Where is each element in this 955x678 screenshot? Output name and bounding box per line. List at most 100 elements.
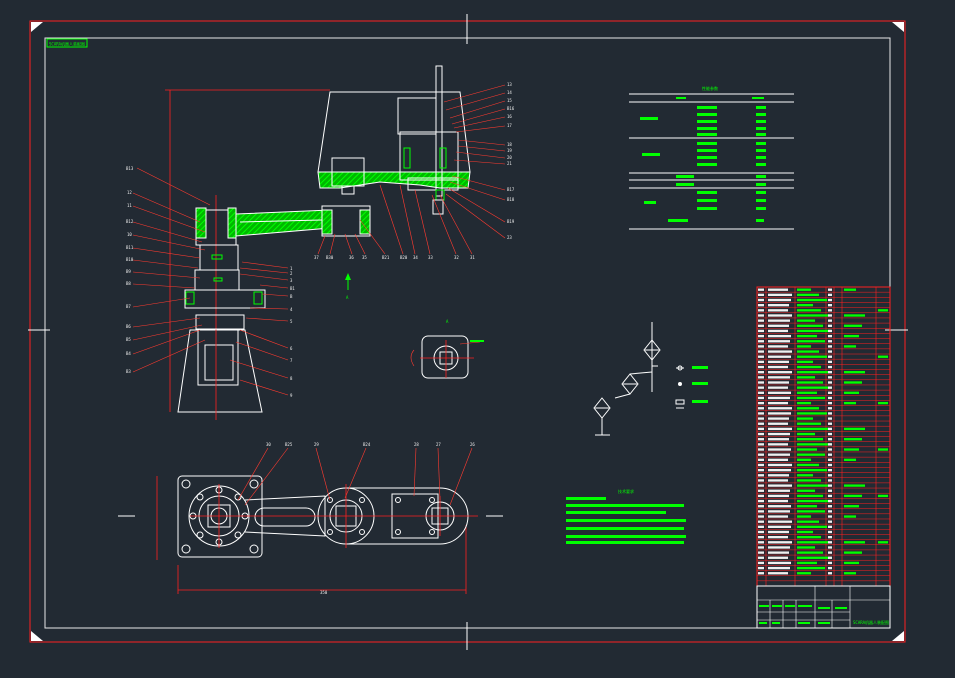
callout-28: 28 — [414, 442, 419, 447]
parts-list-index-mark — [758, 525, 764, 529]
parts-list-qty-mark — [828, 551, 832, 554]
parts-list-code-mark — [768, 515, 788, 518]
parts-list-qty-mark — [828, 510, 832, 513]
parts-list-remark-mark — [878, 448, 888, 451]
parts-list-index-mark — [758, 458, 764, 461]
parts-list-code-mark — [768, 309, 788, 312]
callout-15: 15 — [507, 98, 512, 103]
parts-list-index-mark — [758, 499, 764, 503]
parts-list-index-mark — [758, 391, 764, 394]
callout-5: 5 — [290, 319, 293, 324]
parts-list-index-mark — [758, 453, 764, 456]
parts-list-code-mark — [768, 355, 791, 358]
callout-2: 2 — [290, 271, 293, 276]
parts-list-name-mark — [797, 463, 819, 467]
parts-list-material-mark — [844, 448, 859, 451]
parts-list-code-mark — [768, 556, 788, 559]
parts-list-material-mark — [844, 572, 856, 575]
parts-list-name-mark — [797, 365, 821, 369]
parts-list-name-mark — [797, 479, 821, 482]
parts-list-code-mark — [768, 453, 790, 456]
parts-list-index-mark — [758, 355, 764, 358]
parts-list-code-mark — [768, 407, 792, 410]
parts-list-name-mark — [797, 515, 811, 518]
callout-b8: B8 — [126, 281, 131, 286]
parts-list-code-mark — [768, 365, 788, 369]
callout-b24: B24 — [363, 442, 371, 447]
callout-b9: B9 — [126, 269, 131, 274]
parts-list-qty-mark — [828, 324, 832, 327]
parts-list-qty-mark — [828, 443, 832, 446]
top-right-callouts: 13 14 15 B16 16 17 18 19 20 21 B17 B18 B… — [443, 82, 515, 240]
parts-list-name-mark — [797, 293, 819, 297]
parts-list-name-mark — [797, 520, 819, 523]
parts-list-name-mark — [797, 334, 817, 338]
parts-list-name-mark — [797, 541, 829, 544]
parts-list-material-mark — [844, 438, 862, 441]
parts-list-index-mark — [758, 546, 764, 549]
callout-17: 17 — [507, 123, 512, 128]
parts-list-qty-mark — [828, 432, 832, 436]
parts-list-index-mark — [758, 438, 764, 441]
drawing-number-stamp — [46, 38, 88, 48]
parts-list-material-mark — [844, 484, 865, 487]
parts-list-material-mark — [844, 427, 865, 431]
parts-list-remark-mark — [878, 541, 888, 544]
parts-list-index-mark — [758, 401, 764, 405]
parts-list-code-mark — [768, 479, 788, 482]
parts-list-qty-mark — [828, 572, 832, 575]
parts-list-name-mark — [797, 494, 823, 498]
parts-list-material-mark — [844, 541, 865, 544]
parts-list-name-mark — [797, 391, 817, 394]
parts-list-name-mark — [797, 561, 817, 565]
parts-list-qty-mark — [828, 298, 832, 302]
parts-list-qty-mark — [828, 288, 832, 291]
parts-list-index-mark — [758, 541, 764, 544]
arm-one — [235, 209, 331, 237]
callout-37: 37 — [314, 255, 319, 260]
parts-list-name-mark — [797, 510, 825, 513]
parts-list-index-mark — [758, 463, 764, 467]
parts-list-name-mark — [797, 288, 811, 291]
parts-list-name-mark — [797, 324, 823, 327]
parts-list-qty-mark — [828, 329, 832, 333]
centring-marks — [28, 14, 908, 650]
callout-b5: B5 — [126, 337, 131, 342]
parts-list-material-mark — [844, 324, 862, 327]
callout-b3: B3 — [126, 369, 131, 374]
parts-list-index-mark — [758, 427, 764, 431]
parts-list-code-mark — [768, 314, 792, 317]
parts-list-qty-mark — [828, 448, 832, 451]
parts-list-index-mark — [758, 381, 764, 384]
parts-list-name-mark — [797, 505, 817, 508]
parts-list-material-mark — [844, 314, 865, 317]
parts-list-code-mark — [768, 329, 788, 333]
front-view: A — [165, 65, 471, 420]
parts-list-name-mark — [797, 298, 827, 302]
parts-list-index-mark — [758, 334, 764, 338]
parts-list-index-mark — [758, 371, 764, 374]
parts-list-material-mark — [844, 381, 862, 384]
parts-list-material-mark — [844, 288, 856, 291]
parts-list-code-mark — [768, 293, 792, 297]
parts-list-qty-mark — [828, 525, 832, 529]
callout-b12: B12 — [126, 219, 134, 224]
parts-list-qty-mark — [828, 453, 832, 456]
parts-list-index-mark — [758, 422, 764, 425]
parts-list-code-mark — [768, 427, 792, 431]
parts-list-qty-mark — [828, 438, 832, 441]
parts-list-qty-mark — [828, 412, 832, 415]
parts-list-material-mark — [844, 345, 856, 348]
callout-b21: B21 — [382, 255, 390, 260]
parts-list-name-mark — [797, 396, 825, 400]
parts-list-code-mark — [768, 438, 789, 441]
parts-list-index-mark — [758, 515, 764, 518]
parts-list-name-mark — [797, 443, 831, 446]
callout-20: 20 — [507, 155, 512, 160]
parts-list-material-mark — [844, 371, 865, 374]
parts-list-index-mark — [758, 556, 764, 559]
parts-list-qty-mark — [828, 360, 832, 364]
parts-list-material-mark — [844, 515, 856, 518]
parts-list-qty-mark — [828, 334, 832, 338]
parts-list-code-mark — [768, 535, 788, 539]
